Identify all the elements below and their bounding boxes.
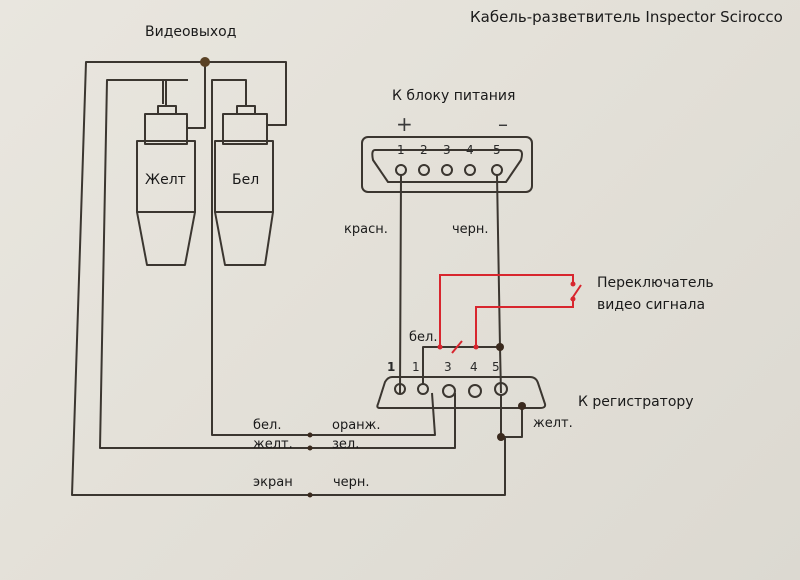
power-connector <box>361 136 533 193</box>
power-block-label: К блоку питания <box>392 88 516 104</box>
wire-yellow-right-label: желт. <box>533 416 573 431</box>
plus-sign: + <box>396 112 413 136</box>
plug-white-label: Бел <box>232 172 260 188</box>
rec-pin-5: 5 <box>492 360 500 374</box>
plug-link-wire <box>187 62 206 129</box>
junction-node <box>497 433 505 441</box>
plug-yellow-label: Желт <box>145 172 186 188</box>
white-core-wire <box>211 79 436 436</box>
red-power-wire <box>399 174 402 394</box>
switch-wire-a <box>439 274 574 347</box>
switch-node <box>437 344 443 350</box>
power-pin-4: 4 <box>466 143 474 157</box>
power-pin-1: 1 <box>397 143 405 157</box>
switch-node <box>570 296 576 302</box>
bus-orange-label: оранж. <box>332 418 381 433</box>
splice-node <box>307 492 313 498</box>
yellow-right-loop <box>501 406 523 438</box>
cut-mark <box>451 340 463 354</box>
switch-wire-b <box>475 300 574 347</box>
bus-green-label: зел. <box>332 437 360 452</box>
bus-white-label: бел. <box>253 418 282 433</box>
bus-yellow-label: желт. <box>253 437 293 452</box>
junction-node <box>518 402 526 410</box>
switch-label-2: видео сигнала <box>597 297 706 313</box>
splice-node <box>307 445 313 451</box>
diagram-title: Кабель-разветвитель Inspector Scirocco <box>470 8 783 26</box>
rec-pin-4: 4 <box>470 360 478 374</box>
switch-node <box>570 281 576 287</box>
video-out-label: Видеовыход <box>145 24 237 40</box>
power-pin-5: 5 <box>493 143 501 157</box>
splice-node <box>307 432 313 438</box>
junction-node <box>496 343 504 351</box>
yellow-signal-wire <box>165 79 188 106</box>
rec-pin-3: 3 <box>444 360 452 374</box>
shield-wire <box>71 61 506 496</box>
plug-yellow <box>136 79 196 266</box>
power-pin-2: 2 <box>420 143 428 157</box>
rec-pin-1b: 1 <box>412 360 420 374</box>
recorder-label: К регистратору <box>578 394 694 410</box>
switch-node <box>473 344 479 350</box>
wire-black-label: черн. <box>452 222 489 237</box>
switch-label-1: Переключатель <box>597 275 714 291</box>
junction-node <box>200 57 210 67</box>
wire-red-label: красн. <box>344 222 388 237</box>
rec-pin-1a: 1 <box>387 360 396 374</box>
white-switch-wire <box>422 346 500 384</box>
bus-black-label: черн. <box>333 475 370 490</box>
bus-screen-label: экран <box>253 475 293 490</box>
wire-white-top-label: бел. <box>409 330 438 345</box>
pin5-drop <box>500 395 505 438</box>
power-pin-3: 3 <box>443 143 451 157</box>
plug-top-wire <box>205 61 287 126</box>
minus-sign: – <box>498 112 508 136</box>
